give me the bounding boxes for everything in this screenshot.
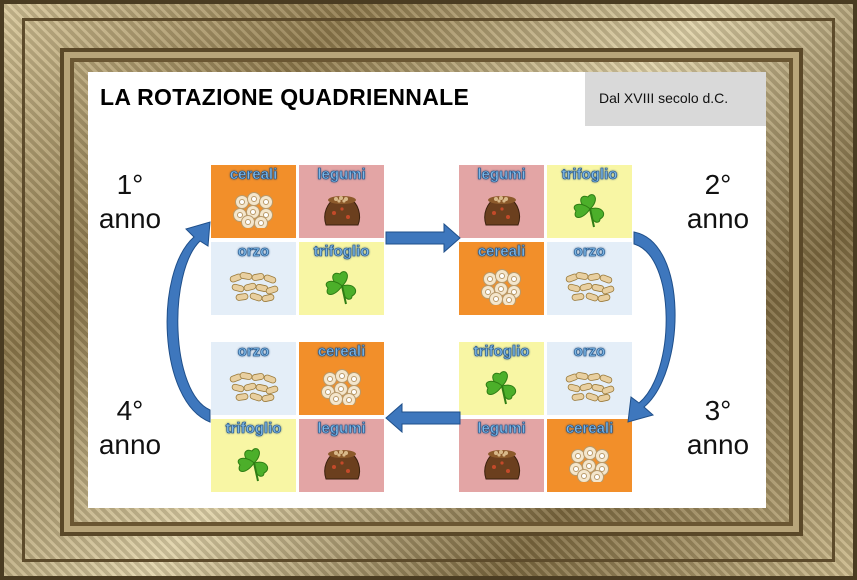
crop-label: cereali — [565, 420, 614, 438]
crop-label: legumi — [317, 166, 366, 184]
arrow-curve-right-icon — [627, 231, 676, 423]
rotation-grid-year-3: trifoglio orzo legumi cereali — [458, 341, 634, 493]
arrow-curve-left-icon — [166, 221, 211, 423]
crop-cell-cereali: cereali — [546, 418, 633, 493]
year-label-3: 3° anno — [673, 394, 763, 462]
crop-cell-orzo: orzo — [546, 241, 633, 316]
crop-label: cereali — [229, 166, 278, 184]
year-word: anno — [98, 203, 162, 234]
crop-cell-trifoglio: trifoglio — [546, 164, 633, 239]
crop-label: trifoglio — [561, 166, 618, 184]
year-label-1: 1° anno — [85, 168, 175, 236]
crop-cell-orzo: orzo — [546, 341, 633, 416]
crop-cell-orzo: orzo — [210, 241, 297, 316]
crop-label: trifoglio — [313, 243, 370, 261]
crop-cell-trifoglio: trifoglio — [210, 418, 297, 493]
crop-label: orzo — [573, 243, 606, 261]
page-title: LA ROTAZIONE QUADRIENNALE — [100, 84, 470, 110]
year-label-4: 4° anno — [85, 394, 175, 462]
crop-cell-orzo: orzo — [210, 341, 297, 416]
crop-cell-trifoglio: trifoglio — [298, 241, 385, 316]
crop-label: legumi — [477, 420, 526, 438]
year-word: anno — [686, 203, 750, 234]
crop-label: orzo — [573, 343, 606, 361]
subtitle: Dal XVIII secolo d.C. — [599, 90, 729, 106]
crop-label: trifoglio — [473, 343, 530, 361]
subtitle-box: Dal XVIII secolo d.C. — [585, 72, 766, 126]
rotation-grid-year-4: orzo cereali trifoglio legumi — [210, 341, 386, 493]
arrow-right-icon — [385, 222, 461, 254]
arrow-left-icon — [385, 402, 461, 434]
diagram-canvas: LA ROTAZIONE QUADRIENNALE Dal XVIII seco… — [88, 72, 766, 508]
frame-inner-border — [60, 48, 803, 536]
crop-label: cereali — [477, 243, 526, 261]
crop-cell-cereali: cereali — [458, 241, 545, 316]
rotation-grid-year-1: cereali legumi orzo trifoglio — [210, 164, 386, 316]
crop-cell-legumi: legumi — [458, 164, 545, 239]
crop-label: legumi — [317, 420, 366, 438]
year-word: anno — [98, 429, 162, 460]
year-number: 1° — [116, 169, 144, 200]
crop-label: cereali — [317, 343, 366, 361]
crop-cell-legumi: legumi — [298, 164, 385, 239]
crop-cell-legumi: legumi — [458, 418, 545, 493]
crop-cell-cereali: cereali — [298, 341, 385, 416]
year-number: 3° — [704, 395, 732, 426]
crop-cell-cereali: cereali — [210, 164, 297, 239]
year-number: 4° — [116, 395, 144, 426]
crop-cell-trifoglio: trifoglio — [458, 341, 545, 416]
year-number: 2° — [704, 169, 732, 200]
crop-label: orzo — [237, 343, 270, 361]
year-word: anno — [686, 429, 750, 460]
crop-label: trifoglio — [225, 420, 282, 438]
crop-label: orzo — [237, 243, 270, 261]
year-label-2: 2° anno — [673, 168, 763, 236]
rotation-grid-year-2: legumi trifoglio cereali orzo — [458, 164, 634, 316]
crop-label: legumi — [477, 166, 526, 184]
frame-outer-border — [22, 18, 835, 562]
crop-cell-legumi: legumi — [298, 418, 385, 493]
rotation-arrows — [166, 221, 676, 434]
